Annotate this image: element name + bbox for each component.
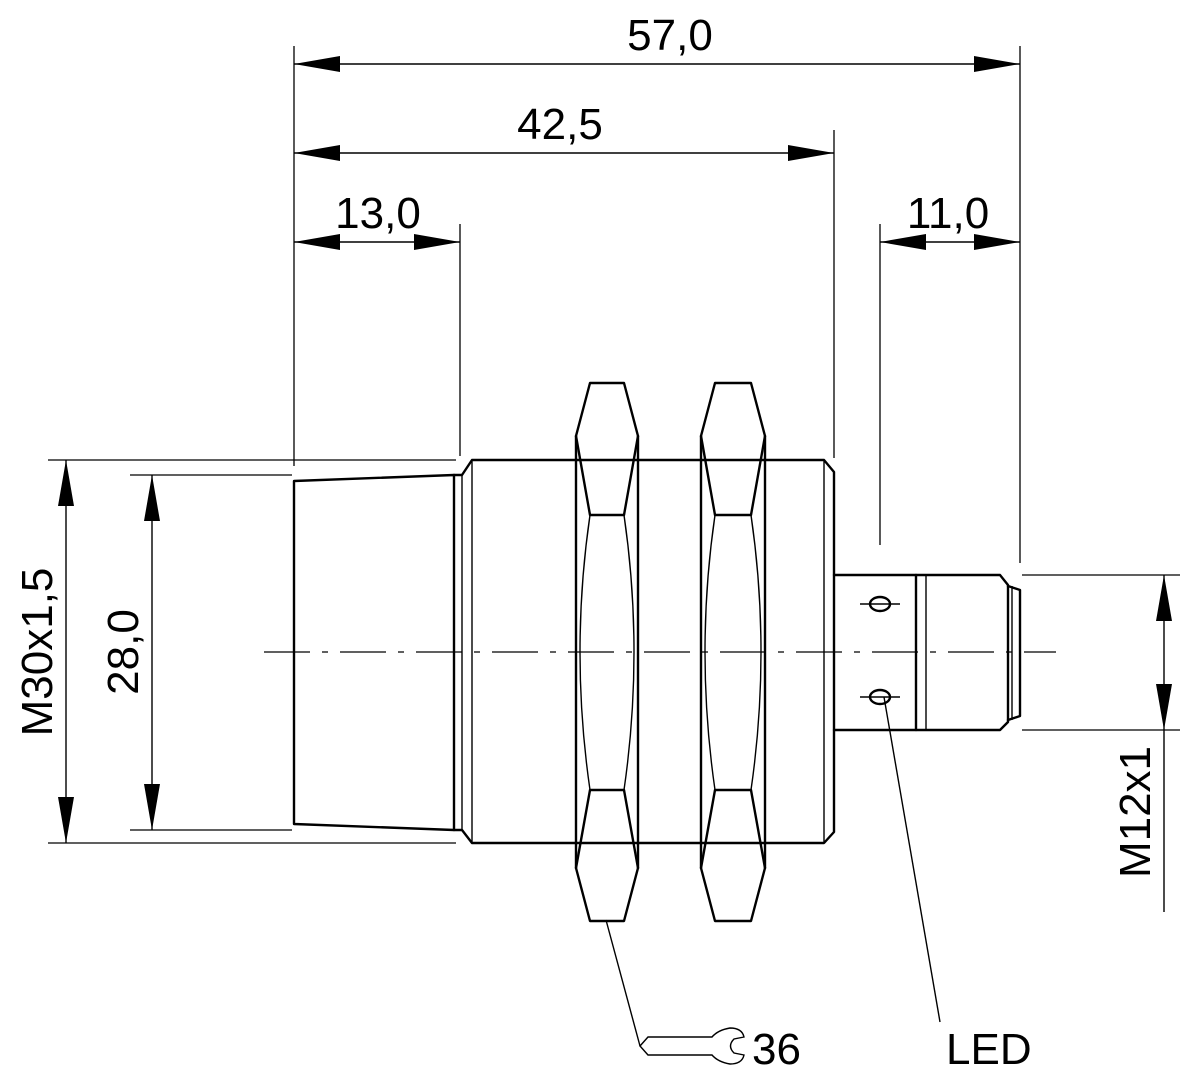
dimension-m30: M30x1,5 — [13, 460, 74, 843]
led-callout: LED — [883, 696, 1032, 1074]
wrench-callout: 36 — [605, 919, 801, 1074]
led-label: LED — [946, 1025, 1032, 1074]
dimension-label-13: 13,0 — [335, 189, 421, 238]
dimension-11: 11,0 — [880, 189, 1020, 250]
led-indicators — [860, 595, 900, 706]
dimension-label-42-5: 42,5 — [517, 100, 603, 149]
extension-lines — [48, 46, 1180, 844]
dimension-label-28: 28,0 — [99, 609, 148, 695]
dimension-label-57: 57,0 — [627, 11, 713, 60]
dimension-m12: M12x1 — [1111, 575, 1172, 912]
dimension-28: 28,0 — [99, 475, 160, 830]
wrench-icon — [639, 1027, 745, 1065]
dimension-label-11: 11,0 — [907, 189, 989, 238]
wrench-size-label: 36 — [752, 1025, 801, 1074]
dimension-label-m12: M12x1 — [1111, 746, 1160, 878]
dimension-42-5: 42,5 — [294, 100, 834, 161]
dimension-57: 57,0 — [294, 11, 1020, 72]
dimension-label-m30: M30x1,5 — [13, 568, 62, 737]
dimension-13: 13,0 — [294, 189, 460, 250]
